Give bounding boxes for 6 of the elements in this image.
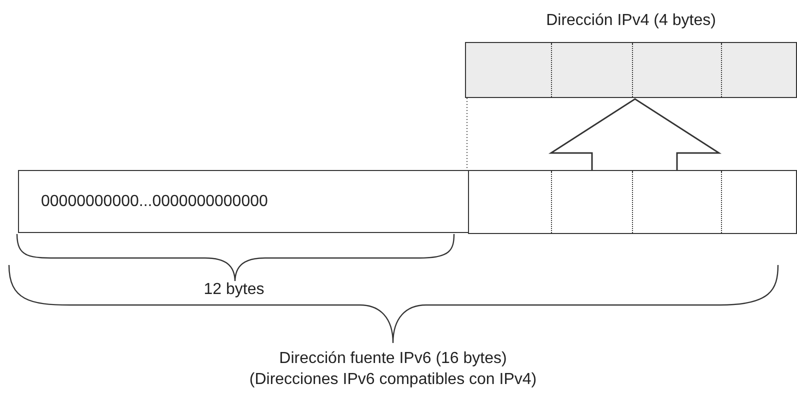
block-arrow [548,98,722,171]
field-title: Dirección IPv4 (4 bytes) [546,12,716,30]
size-label: Dirección fuente IPv6 (16 bytes) [279,350,507,368]
size-label: 12 bytes [204,281,264,299]
zero-bits-text: 00000000000...0000000000000 [41,193,268,211]
note-text: (Direcciones IPv6 compatibles con IPv4) [249,371,537,389]
